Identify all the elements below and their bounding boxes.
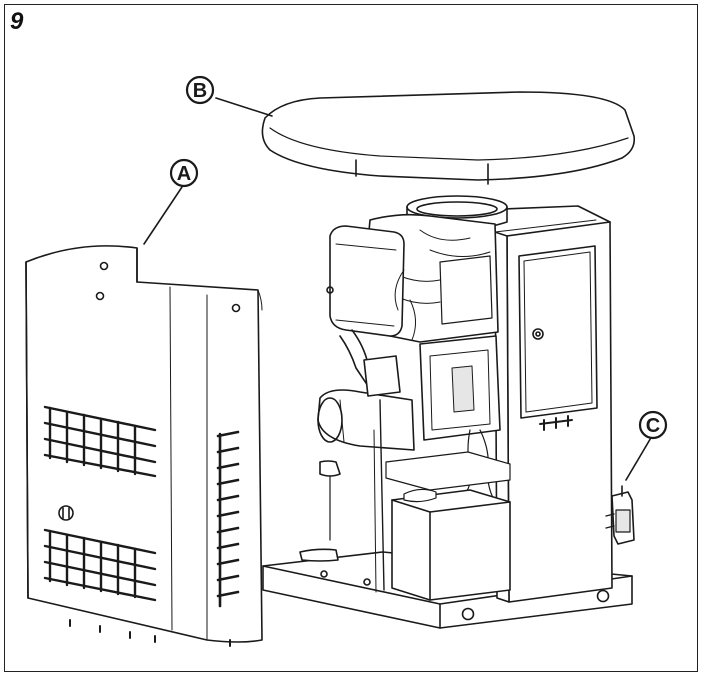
roof-b (261, 91, 636, 185)
callout-a-leader (143, 186, 183, 245)
callout-b-label: B (193, 80, 207, 102)
component-c (605, 485, 635, 545)
callout-b-leader (215, 97, 273, 117)
callout-c-label: C (646, 415, 660, 437)
figure-number: 9 (10, 8, 24, 35)
callout-a: A (169, 158, 199, 188)
callout-c: C (638, 410, 668, 440)
side-panel-a (25, 245, 263, 647)
callout-a-label: A (177, 163, 191, 185)
callout-c-leader (625, 435, 653, 481)
engine-assembly (299, 195, 508, 593)
callout-b: B (185, 75, 215, 105)
battery (385, 451, 511, 601)
